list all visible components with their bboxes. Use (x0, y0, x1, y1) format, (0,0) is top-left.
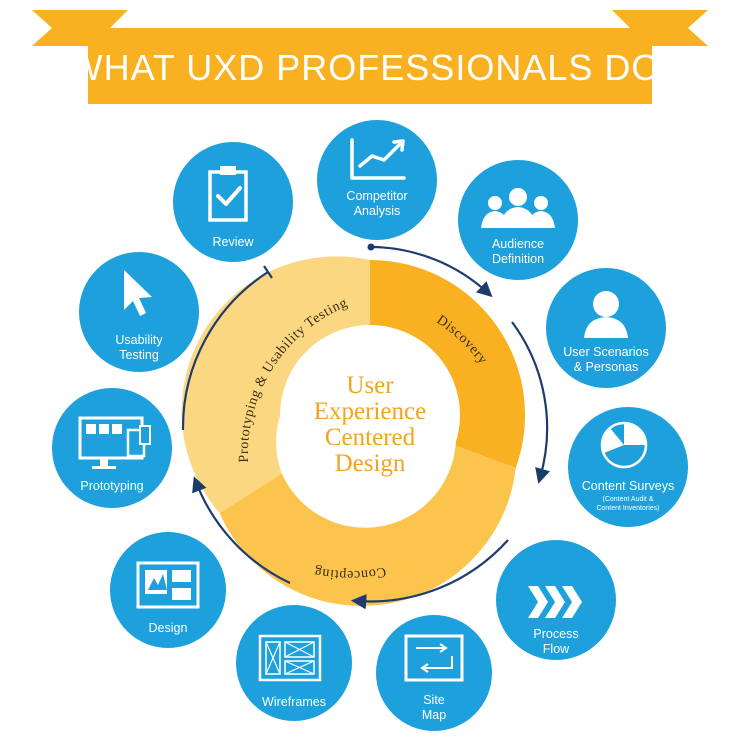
node-usability-testing: Usability Testing (79, 252, 199, 372)
node-circle (110, 532, 226, 648)
ring-segment-concepting (219, 445, 516, 606)
header-banner: WHAT UXD PROFESSIONALS DO: (32, 10, 708, 104)
page-title: WHAT UXD PROFESSIONALS DO: (69, 47, 672, 88)
flow-arrow-1 (373, 245, 493, 298)
node-wireframes: Wireframes (236, 605, 352, 721)
node-label-line-1: Site (423, 693, 445, 707)
center-line-3: Centered (325, 424, 416, 451)
flow-arrow-4 (192, 476, 291, 584)
node-process-flow: Process Flow (496, 540, 616, 660)
node-label-line-2: Testing (119, 348, 159, 362)
center-line-1: User (346, 372, 394, 399)
node-label-line-1: Process (533, 627, 578, 641)
image-layout-icon (136, 561, 200, 609)
process-ring: Discovery Concepting Prototyping & Usabi… (181, 256, 526, 606)
node-sublabel-line-1: (Content Audit & (603, 496, 654, 503)
node-review: Review (173, 142, 293, 262)
cursor-arrow-icon (124, 270, 152, 316)
person-icon (584, 291, 628, 338)
node-circle (173, 142, 293, 262)
node-sublabel-line-2: Content Inventories) (596, 505, 659, 512)
flow-arrow-3 (350, 539, 509, 610)
node-label-line-1: Design (149, 621, 188, 635)
node-site-map: Site Map (376, 615, 492, 731)
center-line-2: Experience (314, 398, 426, 425)
people-group-icon (481, 188, 555, 228)
site-map-icon (404, 634, 464, 682)
flow-arrow-2 (511, 321, 550, 484)
flow-arrows (181, 243, 550, 610)
node-label-line-1: Usability (115, 333, 163, 347)
node-label-line-2: Map (422, 708, 446, 722)
phase-label-concepting: Concepting (313, 563, 387, 582)
flow-arrow-5 (181, 271, 269, 431)
node-label-line-2: & Personas (574, 360, 639, 374)
flow-start-dot (367, 243, 375, 251)
node-label-line-1: Audience (492, 237, 544, 251)
wireframe-icon (258, 634, 322, 682)
node-label-line-2: Analysis (354, 204, 401, 218)
node-label-line-1: Competitor (346, 189, 407, 203)
node-label-line-2: Flow (543, 642, 570, 656)
node-label-line-1: Content Surveys (582, 479, 674, 493)
flow-end-tick (263, 265, 273, 279)
banner-main (88, 28, 652, 104)
monitor-devices-icon (78, 416, 151, 469)
node-content-surveys: Content Surveys (Content Audit & Content… (568, 407, 688, 527)
node-user-scenarios: User Scenarios & Personas (546, 268, 666, 388)
line-chart-icon (350, 138, 406, 180)
node-label-line-2: Definition (492, 252, 544, 266)
node-label-line-1: Review (213, 235, 255, 249)
ring-center (280, 325, 460, 505)
node-label-line-1: Prototyping (80, 479, 143, 493)
node-label-line-1: User Scenarios (563, 345, 648, 359)
node-label-line-1: Wireframes (262, 695, 326, 709)
node-circle (236, 605, 352, 721)
node-competitor-analysis: Competitor Analysis (317, 120, 437, 240)
clipboard-check-icon (208, 166, 248, 222)
ring-segment-discovery (370, 260, 526, 468)
node-audience-definition: Audience Definition (458, 160, 578, 280)
center-line-4: Design (335, 450, 406, 477)
chevrons-icon (528, 586, 582, 618)
node-prototyping: Prototyping (52, 388, 172, 508)
pie-chart-icon (600, 421, 648, 469)
node-design: Design (110, 532, 226, 648)
node-circle (317, 120, 437, 240)
ring-segment-prototyping (181, 256, 370, 513)
